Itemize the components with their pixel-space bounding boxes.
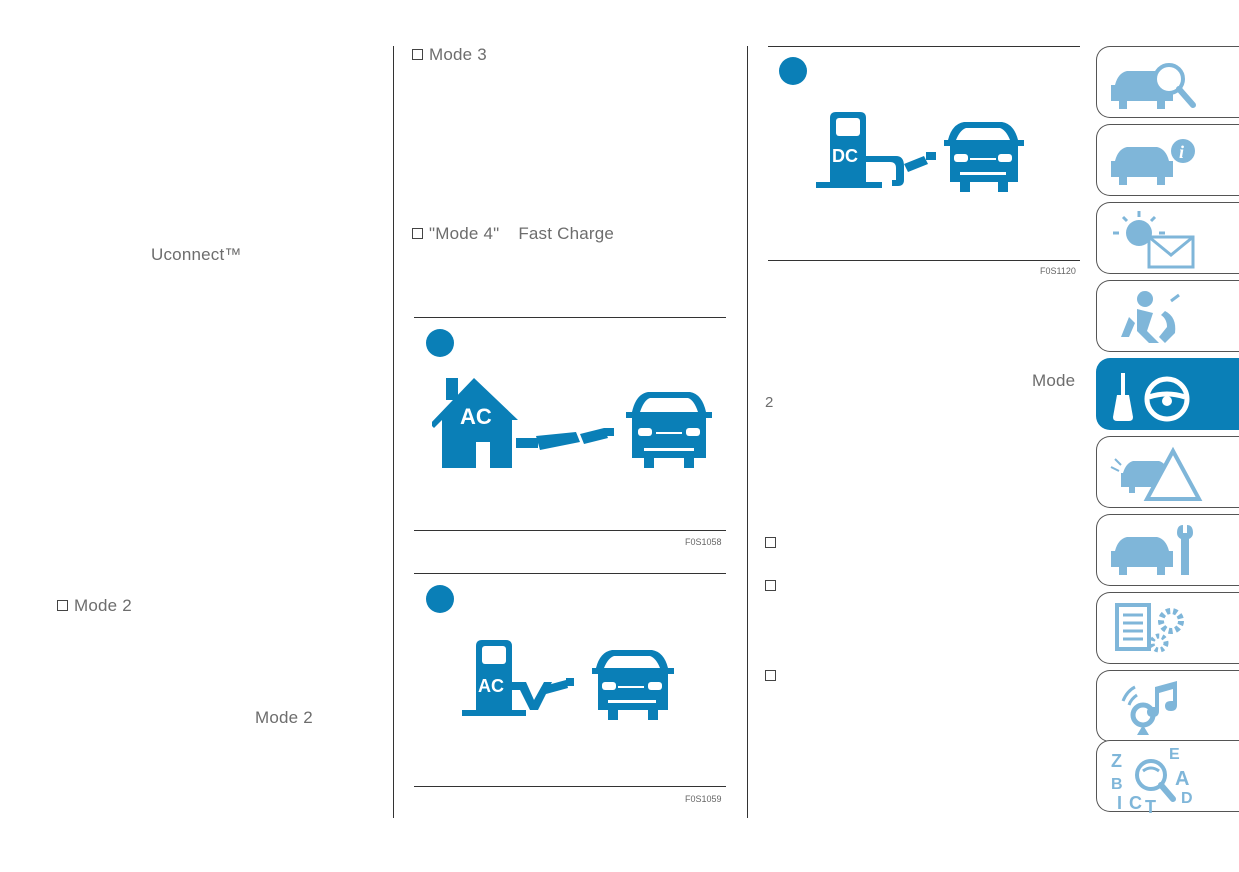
uconnect-label: Uconnect™ — [151, 245, 242, 264]
figure1-home-ac-charging: AC — [432, 378, 712, 468]
figure2-marker — [426, 585, 454, 613]
column-divider-left — [393, 46, 394, 818]
multimedia-icon — [1121, 681, 1177, 735]
figure3-top-rule — [768, 46, 1080, 47]
column-divider-right — [747, 46, 748, 818]
figure2-bottom-rule — [414, 786, 726, 787]
figure3-bottom-rule — [768, 260, 1080, 261]
svg-text:Z: Z — [1111, 751, 1122, 771]
mode2-heading-text: Mode 2 — [74, 596, 132, 615]
car-maintenance-icon — [1111, 525, 1193, 575]
svg-text:E: E — [1169, 747, 1180, 763]
tab-emergency[interactable] — [1096, 436, 1239, 508]
tab-car-search[interactable] — [1096, 46, 1239, 118]
mode2-heading: Mode 2 — [57, 596, 132, 616]
car-search-icon — [1111, 63, 1196, 109]
figure1-code: F0S1058 — [685, 537, 722, 547]
figure1-bottom-rule — [414, 530, 726, 531]
index-icon: Z B I C T E A D — [1111, 747, 1193, 813]
svg-text:A: A — [1175, 768, 1189, 790]
checkbox-bullet-2 — [765, 580, 776, 591]
tab-car-info[interactable]: i — [1096, 124, 1239, 196]
light-warning-icon — [1113, 211, 1195, 269]
figure3-marker — [779, 57, 807, 85]
mode-word: Mode — [1032, 371, 1076, 390]
tab-airbag-seat[interactable] — [1096, 280, 1239, 352]
figure1-top-rule — [414, 317, 726, 318]
mode-number: 2 — [765, 394, 774, 411]
svg-text:T: T — [1145, 797, 1156, 813]
mode3-heading: Mode 3 — [412, 45, 487, 65]
checkbox-bullet-icon — [412, 228, 423, 239]
emergency-warning-icon — [1110, 446, 1203, 501]
tab-light-warning[interactable] — [1096, 202, 1239, 274]
car-info-icon: i — [1111, 139, 1195, 185]
checkbox-bullet-icon — [412, 49, 423, 60]
svg-text:B: B — [1111, 776, 1123, 793]
svg-text:D: D — [1181, 790, 1193, 807]
figure3-code: F0S1120 — [1040, 266, 1076, 276]
tab-technical-data[interactable] — [1096, 592, 1239, 664]
tab-maintenance[interactable] — [1096, 514, 1239, 586]
fast-charge-text: Fast Charge — [518, 224, 615, 243]
airbag-seat-icon — [1121, 291, 1180, 343]
mode4-heading: "Mode 4" Fast Charge — [412, 224, 614, 244]
figure2-station-ac-charging: AC — [462, 640, 674, 720]
tab-index[interactable]: Z B I C T E A D — [1096, 740, 1239, 813]
figure1-ac-label: AC — [460, 404, 492, 429]
svg-text:I: I — [1117, 793, 1122, 813]
svg-text:i: i — [1179, 142, 1184, 162]
svg-text:C: C — [1129, 793, 1142, 813]
checkbox-bullet-icon — [57, 600, 68, 611]
figure2-ac-label: AC — [478, 676, 504, 696]
technical-data-icon — [1115, 603, 1184, 653]
mode3-heading-text: Mode 3 — [429, 45, 487, 64]
figure3-station-dc-charging: DC — [816, 112, 1024, 192]
figure1-marker — [426, 329, 454, 357]
tab-multimedia[interactable] — [1096, 670, 1239, 742]
figure3-dc-label: DC — [832, 146, 858, 166]
driving-steering-icon — [1113, 373, 1190, 422]
figure2-top-rule — [414, 573, 726, 574]
mode4-heading-text: "Mode 4" — [429, 224, 500, 243]
mode2-inline: Mode 2 — [255, 708, 313, 727]
figure2-code: F0S1059 — [685, 794, 722, 804]
checkbox-bullet-1 — [765, 537, 776, 548]
tab-driving[interactable] — [1096, 358, 1239, 430]
checkbox-bullet-3 — [765, 670, 776, 681]
